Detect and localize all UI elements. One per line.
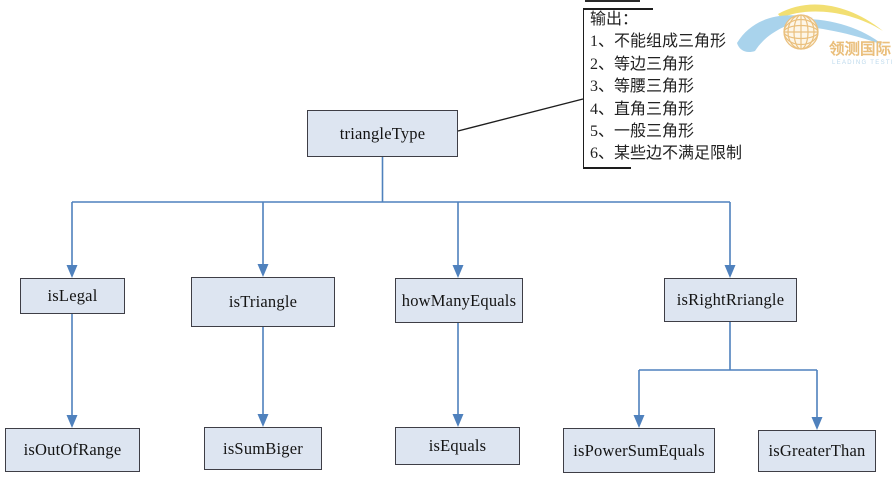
arrowhead-isequals [452,414,464,427]
output-note-item: 4、直角三角形 [590,100,695,118]
output-note-item: 6、某些边不满足限制 [590,145,743,163]
node-isequals: isEquals [395,427,520,465]
company-logo: 领测国际 LEADING TESTING [737,4,892,66]
output-note-title: 输出： [590,11,639,28]
arrowhead-isrightrriangle [724,265,736,278]
node-label: isPowerSumEquals [573,440,705,460]
node-issumbiger: isSumBiger [204,427,322,470]
node-label: isEquals [428,436,487,455]
output-note-item: 2、等边三角形 [590,55,695,73]
clipped-edge-line [585,0,640,2]
arrowhead-istriangle [257,264,269,277]
note-leader-line [457,98,584,132]
node-label: isLegal [47,286,98,305]
node-label: isTriangle [228,292,298,311]
logo-swoosh-blue-left [737,15,813,53]
logo-name: 领测国际 [829,39,892,58]
node-label: isGreaterThan [768,441,866,460]
arrowhead-isgreaterthan [811,417,823,430]
arrowhead-howmanyequals [452,265,464,278]
node-label: isSumBiger [223,438,303,458]
arrowhead-issumbiger [257,414,269,427]
node-isrightrriangle: isRightRriangle [664,278,797,322]
node-label: howManyEquals [401,290,517,310]
output-note-item: 1、不能组成三角形 [590,33,727,51]
node-islegal: isLegal [20,278,125,314]
node-isoutofrange: isOutOfRange [5,428,140,472]
node-istriangle: isTriangle [191,277,335,327]
arrowhead-isoutofrange [66,415,78,428]
output-note-item: 5、一般三角形 [590,123,695,141]
node-isgreaterthan: isGreaterThan [758,430,876,472]
output-note: 输出： 1、不能组成三角形 2、等边三角形 3、等腰三角形 4、直角三角形 5、… [583,8,753,169]
node-label: isOutOfRange [23,440,122,459]
node-howmanyequals: howManyEquals [395,278,523,323]
arrowhead-ispowersumequals [633,415,645,428]
arrowhead-islegal [66,265,78,278]
logo-swoosh-yellow [778,4,883,32]
output-note-item: 3、等腰三角形 [590,78,695,96]
globe-icon [783,14,819,50]
node-label: isRightRriangle [676,290,785,309]
node-ispowersumequals: isPowerSumEquals [563,428,715,473]
node-label: triangleType [339,123,426,143]
logo-tagline: LEADING TESTING [832,60,892,66]
node-triangletype: triangleType [307,110,458,157]
